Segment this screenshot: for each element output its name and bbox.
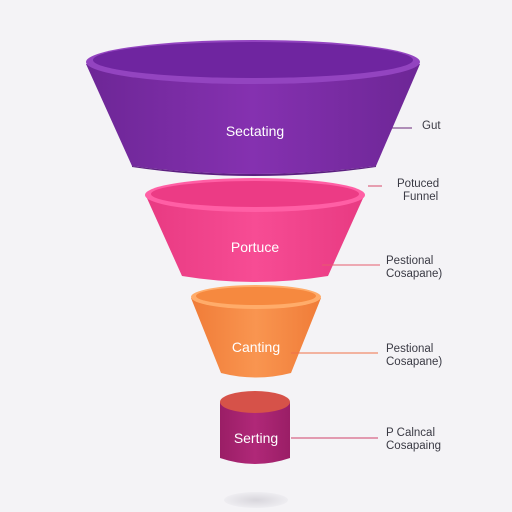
ground-shadow <box>224 492 288 508</box>
funnel-stage-4-label: Serting <box>234 430 278 446</box>
annotation-stage-4-line-1: P Calncal <box>386 427 435 439</box>
annotation-extra-line-1: Pestional <box>386 255 433 267</box>
funnel-stage-3-label: Canting <box>232 339 280 355</box>
annotation-stage-3-line-2: Cosapane) <box>386 356 442 368</box>
funnel-stage-2-opening <box>151 181 359 207</box>
funnel-stage-1-label: Sectating <box>226 123 284 139</box>
funnel-stage-3-opening <box>196 287 316 305</box>
funnel-stage-2: Portuce <box>145 178 365 282</box>
annotation-stage-3-line-1: Pestional <box>386 343 433 355</box>
annotation-stage-4-line-2: Cosapaing <box>386 440 441 452</box>
funnel-stage-1: Sectating <box>86 40 420 176</box>
funnel-stage-2-body <box>146 196 364 282</box>
annotation-extra-line-2: Cosapane) <box>386 268 442 280</box>
funnel-stage-3: Canting <box>191 285 321 378</box>
funnel-stage-1-opening <box>93 42 413 78</box>
annotation-stage-2-line-1: Potuced <box>397 178 439 190</box>
funnel-stage-2-label: Portuce <box>231 239 279 255</box>
funnel-stage-1-body <box>86 64 420 174</box>
funnel-stage-4-top <box>220 391 290 413</box>
funnel-stage-1-base <box>132 166 376 176</box>
annotation-stage-1-line-1: Gut <box>422 120 441 132</box>
annotation-stage-2-line-2: Funnel <box>403 191 438 203</box>
funnel-stage-4-body <box>220 402 290 464</box>
funnel-stage-3-body <box>191 298 321 378</box>
funnel-stage-4: Serting <box>220 391 290 464</box>
